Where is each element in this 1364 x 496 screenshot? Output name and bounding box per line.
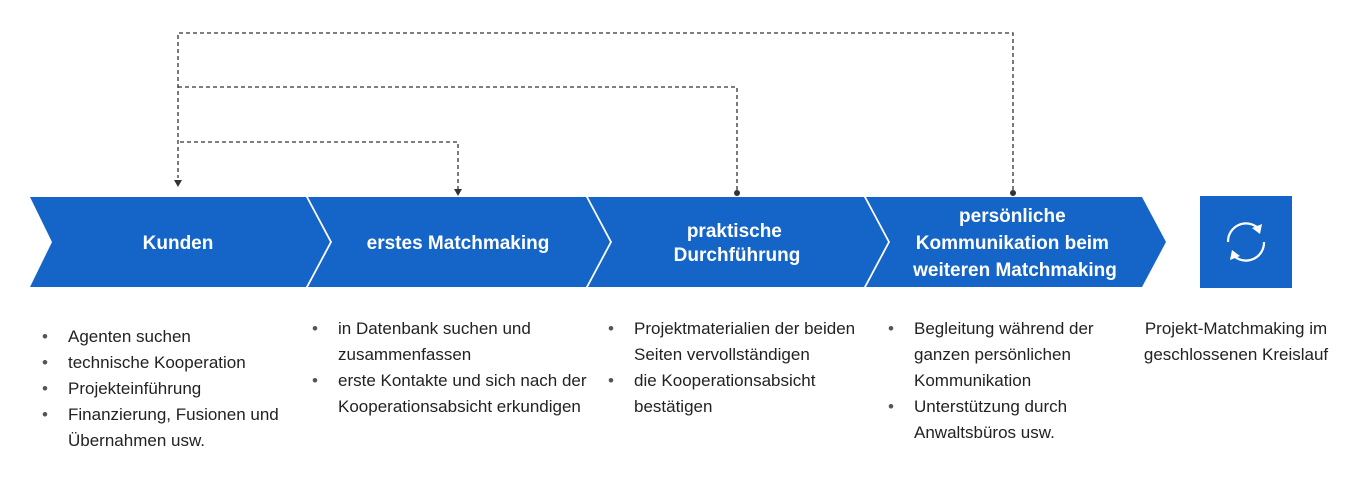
bullet-item: technische Kooperation: [34, 350, 294, 376]
step-2-title: erstes Matchmaking: [367, 233, 550, 254]
cycle-label: Projekt-Matchmaking im geschlossenen Kre…: [1143, 319, 1329, 364]
step-1-title: Kunden: [143, 233, 214, 254]
bullet-item: die Kooperationsabsicht bestätigen: [600, 368, 870, 420]
bullet-item: Agenten suchen: [34, 324, 294, 350]
step-4-title-line: persönliche: [959, 206, 1066, 227]
bullet-list: Projektmaterialien der beiden Seiten ver…: [600, 316, 870, 420]
connector-step2-to-step1: [178, 141, 459, 190]
step-4-details: Begleitung während der ganzen persönlich…: [880, 316, 1140, 446]
step-4-title-line: weiteren Matchmaking: [912, 260, 1117, 281]
step-3: praktische Durchführung: [588, 197, 888, 287]
step-1-title-line: Kunden: [143, 233, 214, 254]
step-2: erstes Matchmaking: [308, 197, 610, 287]
bullet-item: Unterstützung durch Anwaltsbüros usw.: [880, 394, 1140, 446]
bullet-item: Projektmaterialien der beiden Seiten ver…: [600, 316, 870, 368]
bullet-list: Begleitung während der ganzen persönlich…: [880, 316, 1140, 446]
step-2-details: in Datenbank suchen und zusammenfassen e…: [304, 316, 604, 420]
step-3-title-line: praktische: [687, 221, 782, 242]
bullet-item: in Datenbank suchen und zusammenfassen: [304, 316, 604, 368]
chevron-step-4: [866, 197, 1166, 287]
dot-step4: [1010, 190, 1016, 196]
step-4: persönliche Kommunikation beim weiteren …: [866, 197, 1166, 287]
step-1-details: Agenten suchen technische Kooperation Pr…: [34, 324, 294, 454]
chevron-step-1: [30, 197, 330, 287]
bullet-item: Projekteinführung: [34, 376, 294, 402]
feedback-connectors: [174, 32, 1016, 196]
cycle-arrows-icon: [1226, 222, 1266, 262]
step-3-title: praktische Durchführung: [674, 221, 801, 266]
chevron-step-3: [588, 197, 888, 287]
arrowhead-step1: [174, 180, 182, 187]
arrowhead-step2: [454, 189, 462, 196]
step-4-title: persönliche Kommunikation beim weiteren …: [912, 206, 1117, 281]
connector-step4-to-step1: [177, 32, 1014, 190]
step-1: Kunden: [30, 197, 330, 287]
step-4-title-line: Kommunikation beim: [916, 233, 1109, 254]
bullet-item: Finanzierung, Fusionen und Übernahmen us…: [34, 402, 294, 454]
chevron-step-2: [308, 197, 610, 287]
cycle-box: [1200, 196, 1292, 288]
step-2-title-line: erstes Matchmaking: [367, 233, 550, 254]
bullet-item: erste Kontakte und sich nach der Koopera…: [304, 368, 604, 420]
bullet-list: Agenten suchen technische Kooperation Pr…: [34, 324, 294, 454]
dot-step3: [734, 190, 740, 196]
bullet-list: in Datenbank suchen und zusammenfassen e…: [304, 316, 604, 420]
bullet-item: Begleitung während der ganzen persönlich…: [880, 316, 1140, 394]
step-3-details: Projektmaterialien der beiden Seiten ver…: [600, 316, 870, 420]
step-3-title-line: Durchführung: [674, 245, 801, 266]
